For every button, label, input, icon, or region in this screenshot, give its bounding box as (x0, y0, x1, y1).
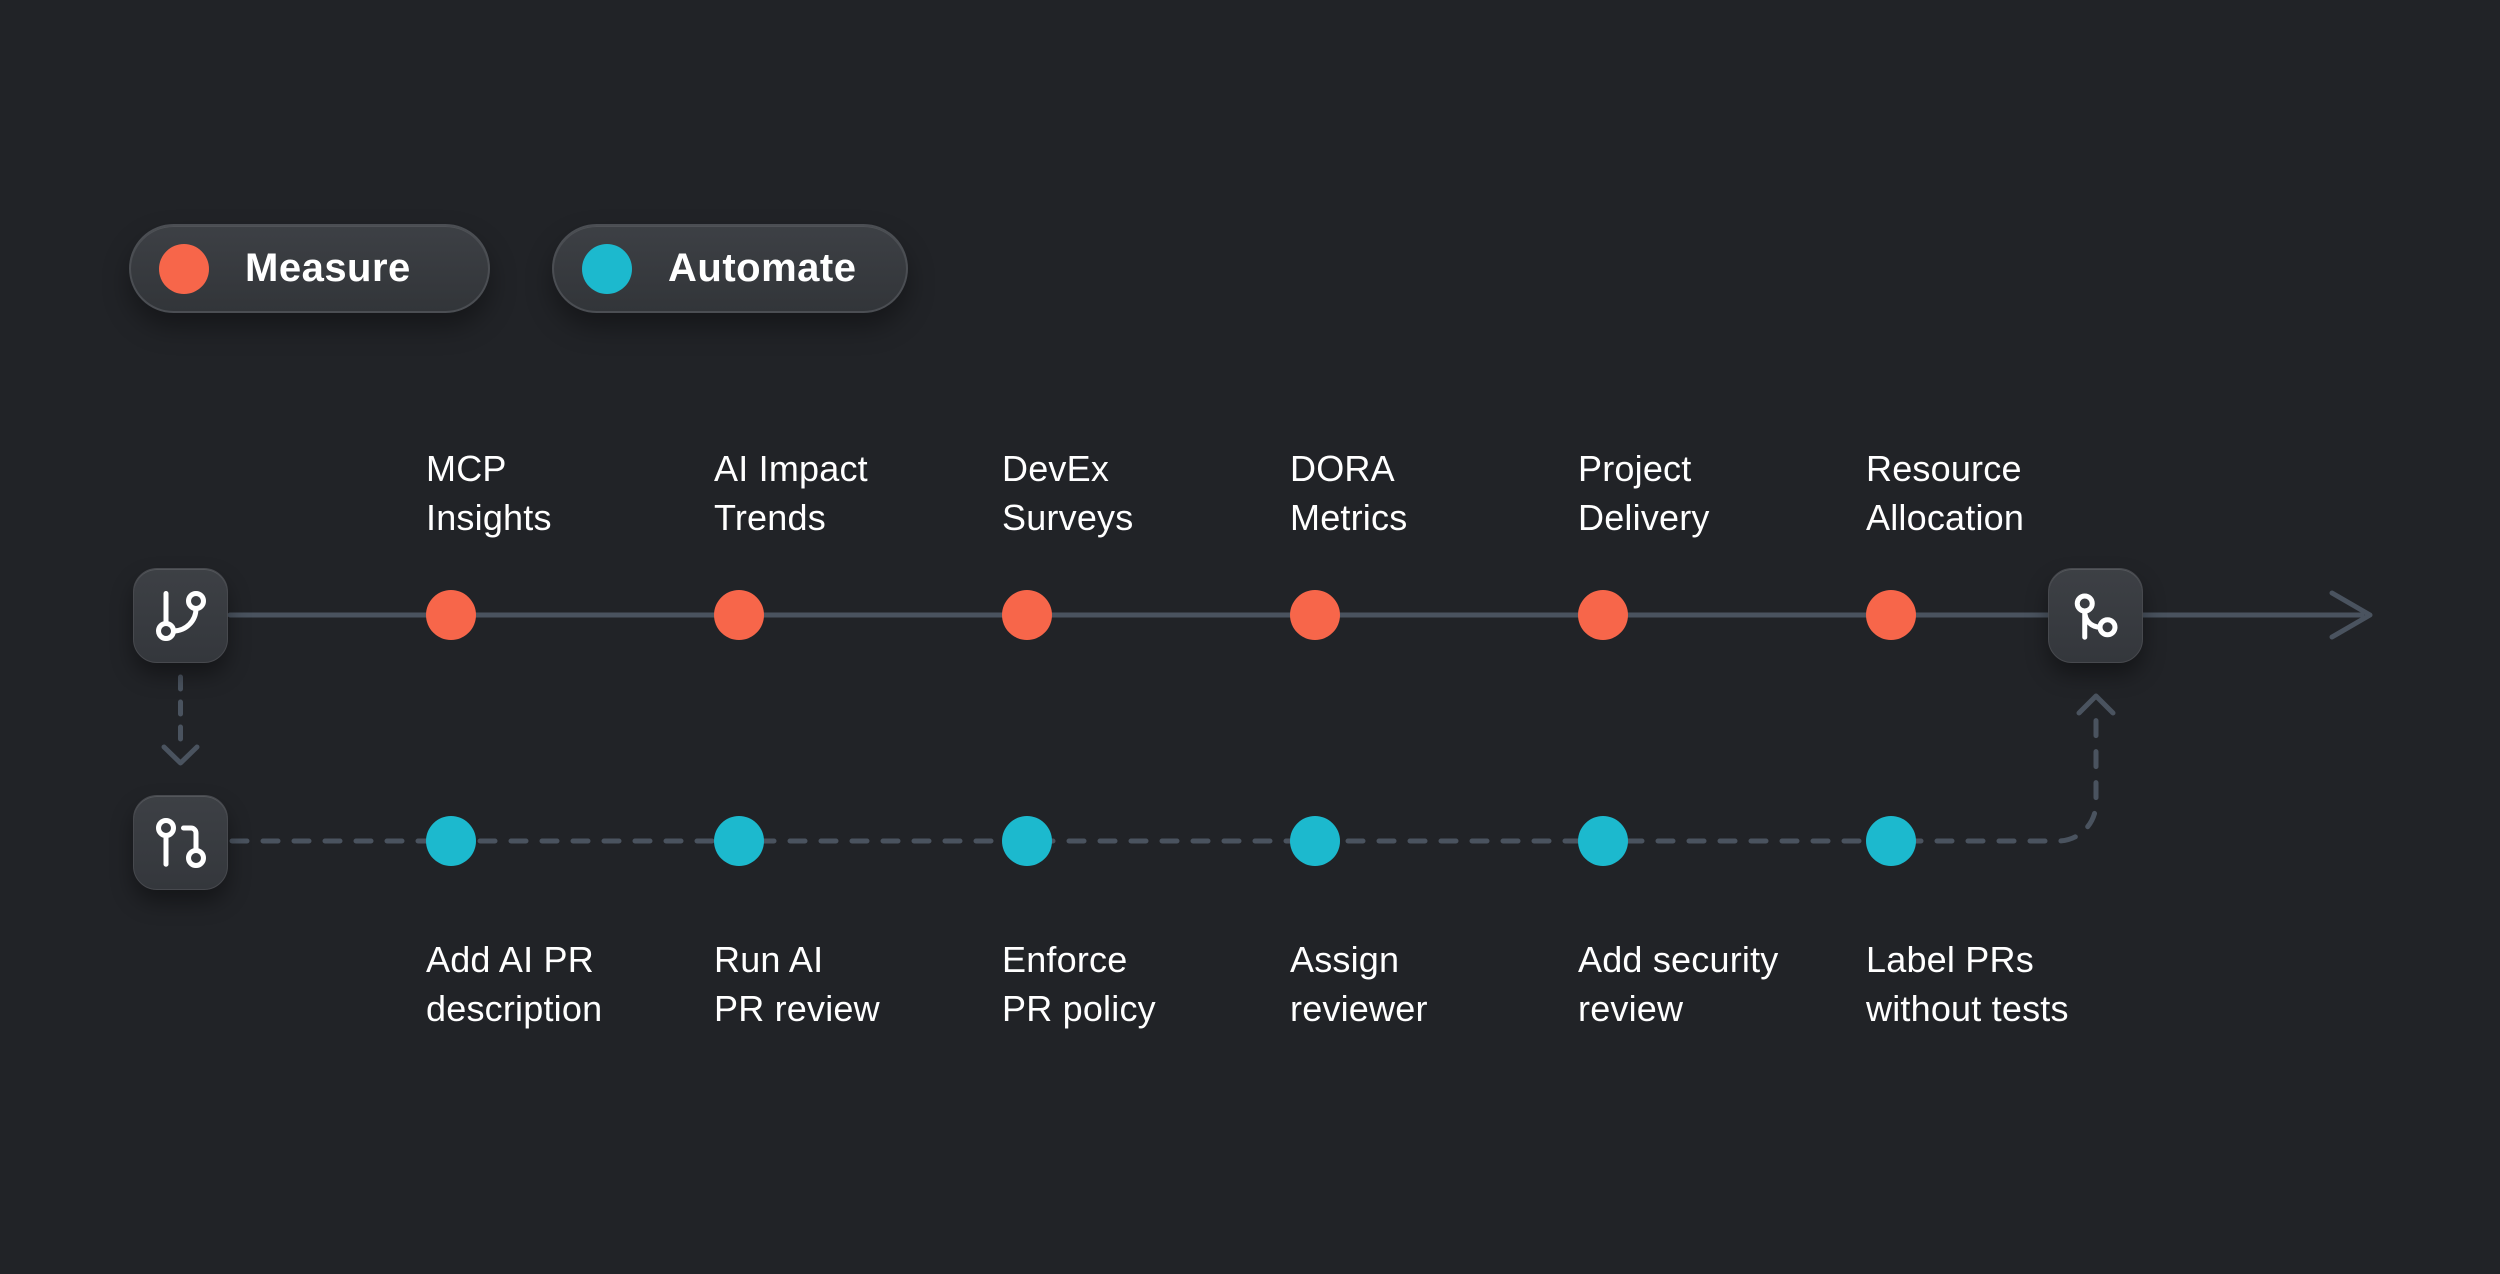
automate-node-label: Add AI PR description (426, 939, 603, 1029)
git-branch-icon (155, 590, 206, 641)
right-arrow-icon (2329, 590, 2373, 640)
automate-dot (426, 816, 476, 866)
automate-dot (1002, 816, 1052, 866)
automate-node-label: Label PRs without tests (1866, 939, 2069, 1029)
measure-dot (714, 590, 764, 640)
measure-dot-icon (159, 243, 209, 294)
measure-node-label: DevEx Surveys (1002, 448, 1134, 538)
down-arrow-icon (161, 744, 200, 766)
automate-track-start-tile (133, 795, 228, 890)
measure-dot (1290, 590, 1340, 640)
automate-track-dashed-line (229, 713, 2099, 844)
automate-dot (714, 816, 764, 866)
automate-node-label: Add security review (1578, 939, 1779, 1029)
automate-node-label: Assign reviewer (1290, 939, 1428, 1029)
legend-pill-measure[interactable]: Measure (129, 224, 490, 313)
legend-label-measure: Measure (245, 246, 411, 290)
measure-node-label: Resource Allocation (1866, 448, 2025, 538)
automate-dot (1290, 816, 1340, 866)
legend-label-automate: Automate (668, 246, 857, 290)
measure-node-label: MCP Insights (426, 448, 552, 538)
automate-dot (1866, 816, 1916, 866)
measure-dot (1002, 590, 1052, 640)
measure-dot (1866, 590, 1916, 640)
measure-node-label: AI Impact Trends (714, 448, 868, 538)
measure-track-end-tile (2048, 568, 2143, 663)
measure-node-label: DORA Metrics (1290, 448, 1408, 538)
up-arrow-icon (2076, 693, 2116, 716)
automate-dot (1578, 816, 1628, 866)
automate-node-label: Enforce PR policy (1002, 939, 1156, 1029)
automate-node-label: Run AI PR review (714, 939, 880, 1029)
legend-pill-automate[interactable]: Automate (552, 224, 908, 313)
measure-node-label: Project Delivery (1578, 448, 1710, 538)
automate-dot-icon (582, 243, 632, 294)
measure-dot (1578, 590, 1628, 640)
git-pull-request-icon (155, 817, 206, 868)
measure-dot (426, 590, 476, 640)
measure-track-start-tile (133, 568, 228, 663)
git-merge-icon (2074, 593, 2118, 640)
